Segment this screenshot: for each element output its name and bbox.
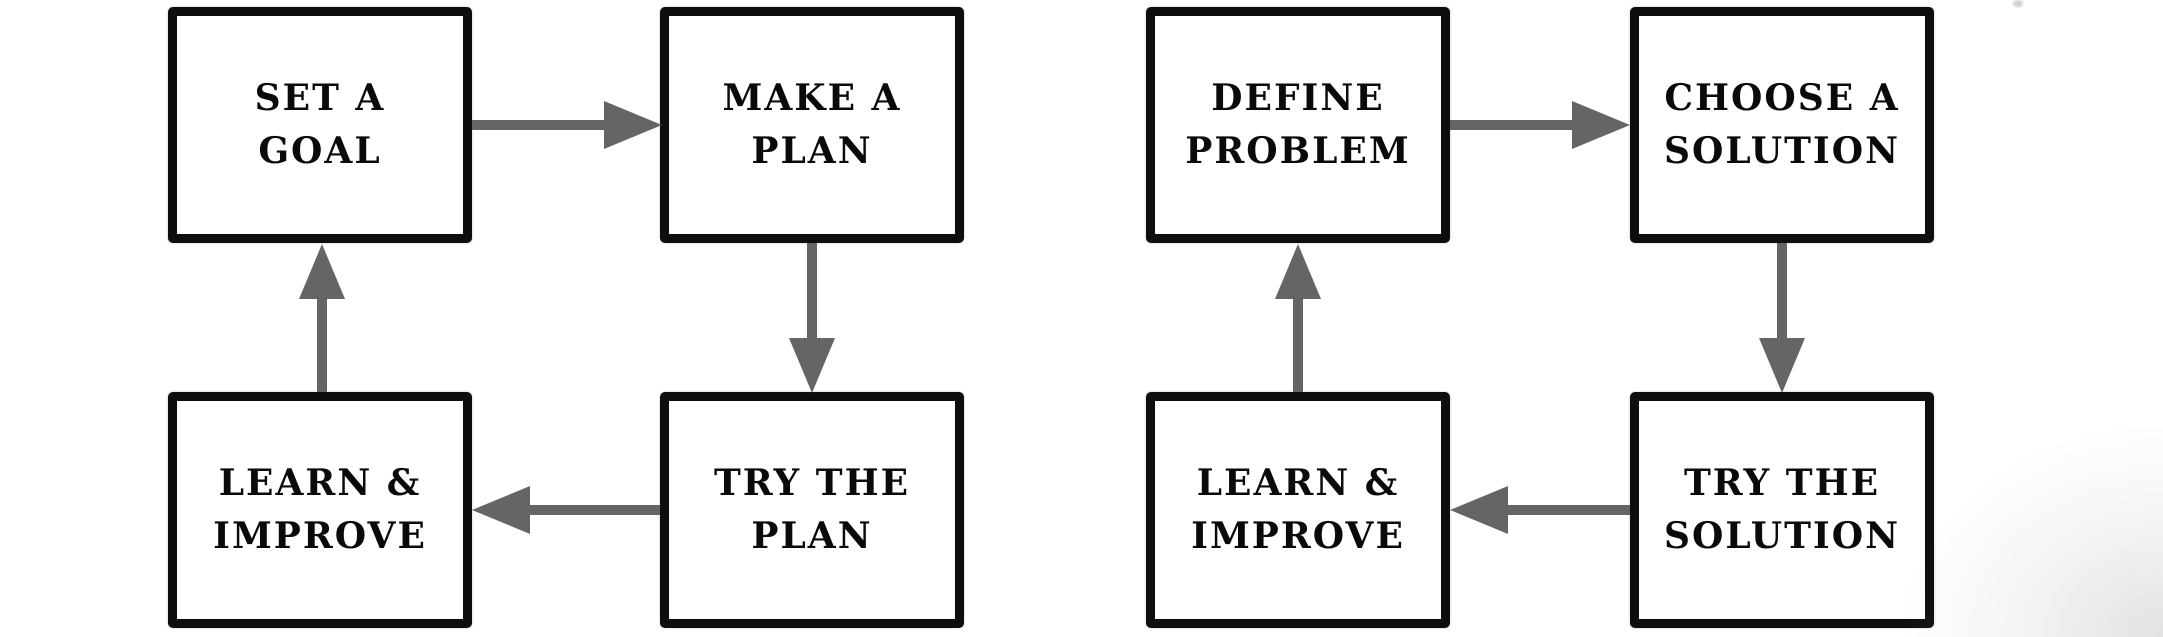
arrow-head-left-icon [1450, 486, 1508, 534]
arrow-head-right-icon [604, 101, 662, 149]
node-label-line: PLAN [751, 515, 873, 557]
node-label-line: SOLUTION [1664, 515, 1900, 557]
arrow-head-down-icon [789, 338, 835, 393]
arrow-shaft [317, 297, 327, 392]
node-make-a-plan: MAKE A PLAN [660, 7, 964, 243]
node-choose-a-solution: CHOOSE A SOLUTION [1630, 7, 1934, 243]
node-label-line: SET A [254, 77, 386, 119]
arrow-shaft [1508, 505, 1630, 515]
node-label-line: CHOOSE A [1664, 77, 1900, 119]
node-label-line: GOAL [258, 130, 382, 172]
arrow-shaft [1293, 297, 1303, 392]
node-label-line: SOLUTION [1664, 130, 1900, 172]
node-label-line: IMPROVE [1191, 515, 1405, 557]
node-learn-improve-right: LEARN & IMPROVE [1146, 392, 1450, 628]
arrow-head-up-icon [1275, 244, 1321, 299]
corner-shadow-artifact [1903, 427, 2163, 637]
arrow-shaft [807, 243, 817, 339]
node-label-line: MAKE A [722, 77, 902, 119]
node-label-line: PLAN [751, 130, 873, 172]
node-try-the-solution: TRY THE SOLUTION [1630, 392, 1934, 628]
node-set-a-goal: SET A GOAL [168, 7, 472, 243]
node-label-line: TRY THE [1683, 462, 1881, 504]
node-label-line: TRY THE [713, 462, 911, 504]
arrow-shaft [1450, 120, 1572, 130]
arrow-head-up-icon [299, 244, 345, 299]
node-try-the-plan: TRY THE PLAN [660, 392, 964, 628]
arrow-head-right-icon [1572, 101, 1630, 149]
node-define-problem: DEFINE PROBLEM [1146, 7, 1450, 243]
arrow-shaft [530, 505, 660, 515]
arrow-shaft [472, 120, 604, 130]
node-label-line: PROBLEM [1185, 130, 1411, 172]
arrow-shaft [1777, 243, 1787, 339]
node-label-line: DEFINE [1211, 77, 1385, 119]
node-label-line: IMPROVE [213, 515, 427, 557]
arrow-head-down-icon [1759, 338, 1805, 393]
node-learn-improve-left: LEARN & IMPROVE [168, 392, 472, 628]
node-label-line: LEARN & [218, 462, 422, 504]
node-label-line: LEARN & [1196, 462, 1400, 504]
image-speck-artifact [2013, 0, 2023, 7]
arrow-head-left-icon [472, 486, 530, 534]
